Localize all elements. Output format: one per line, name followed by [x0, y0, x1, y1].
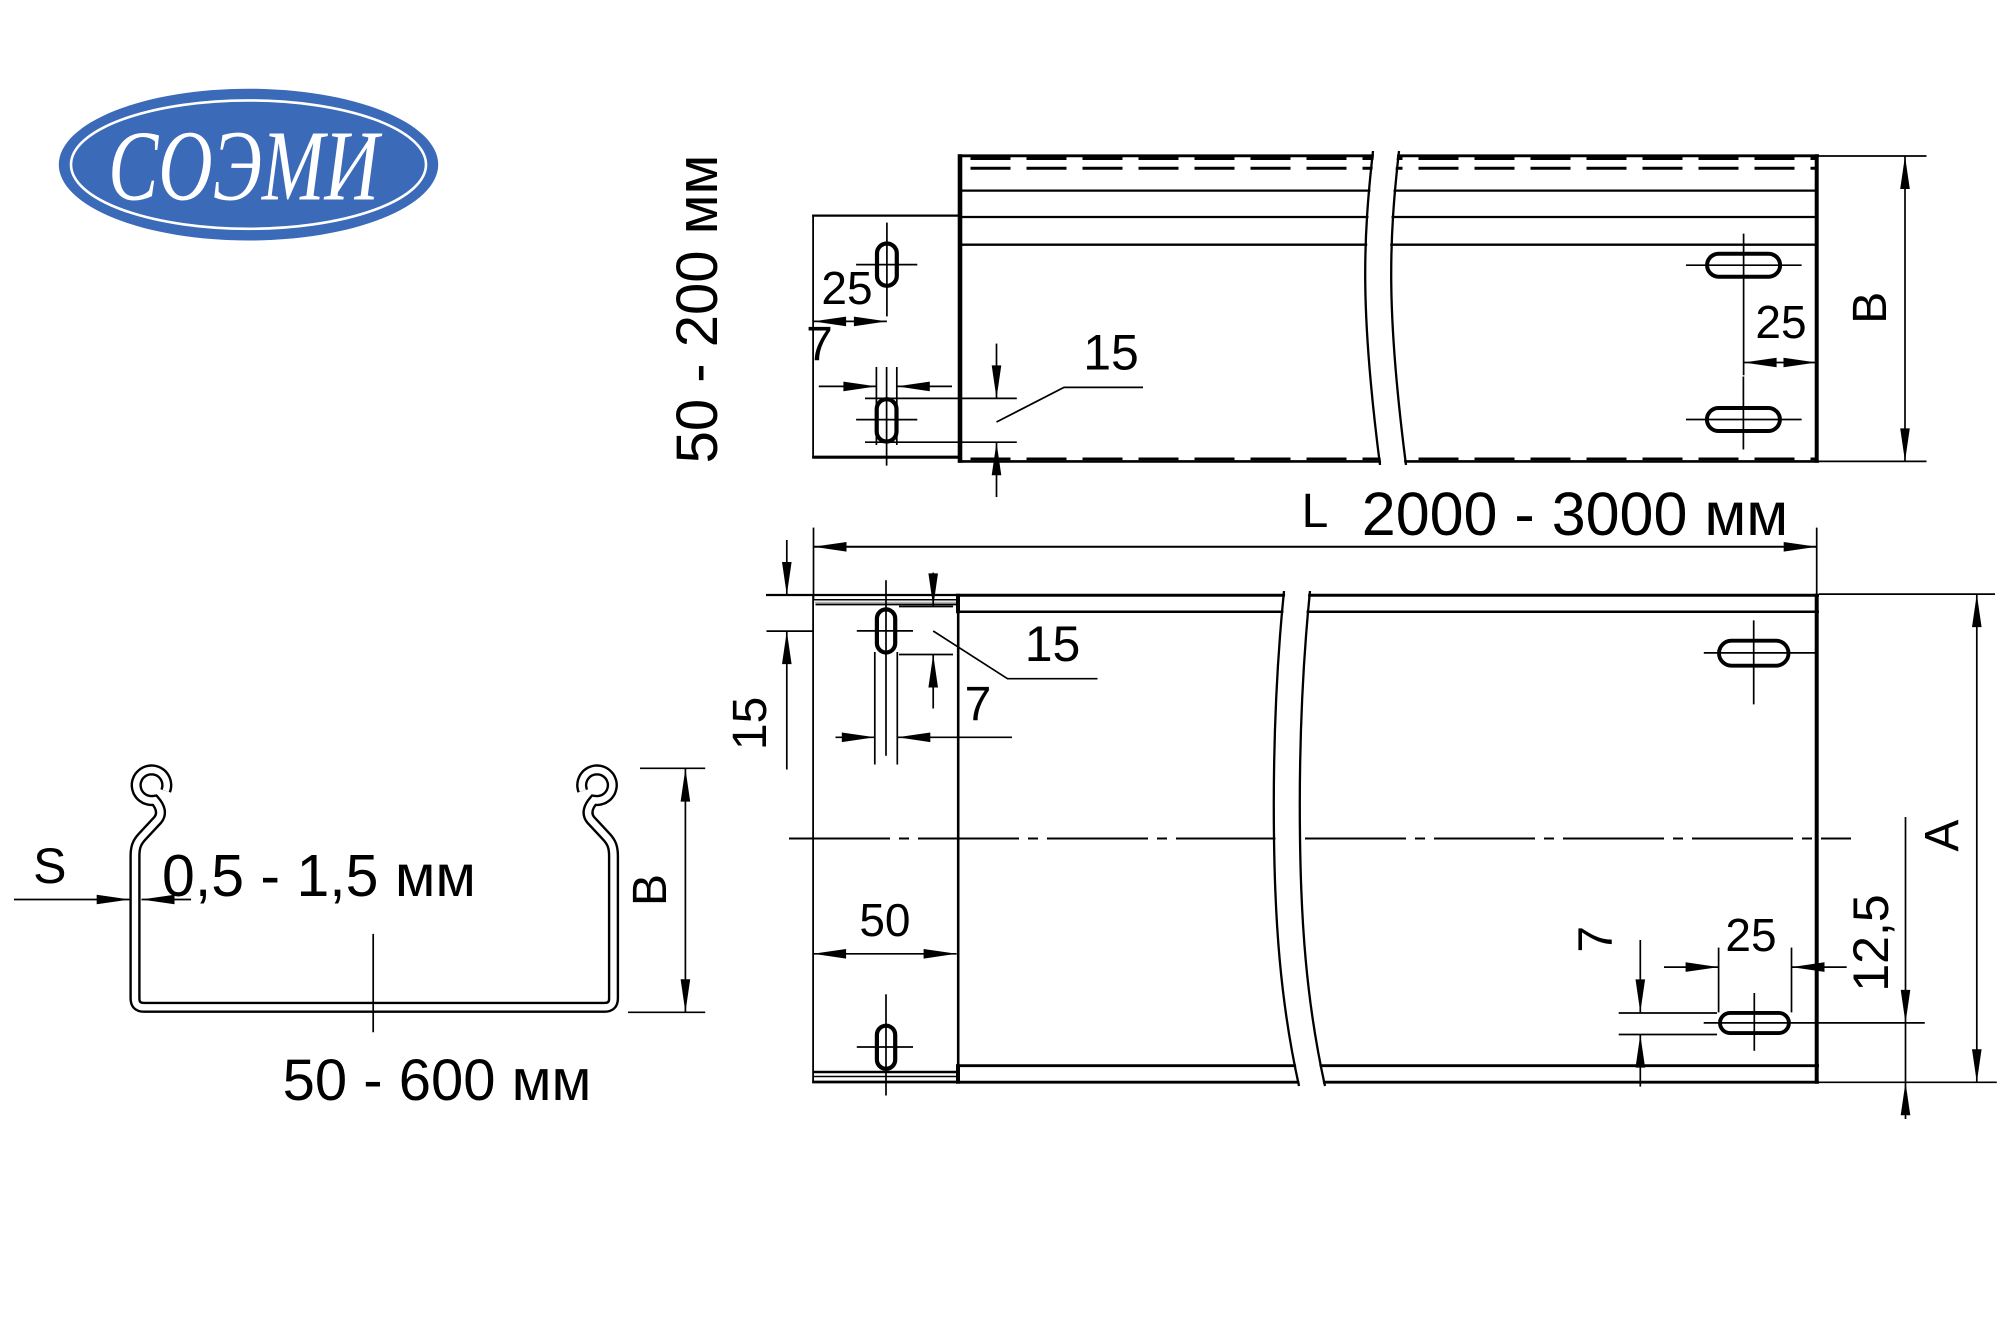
svg-text:B: B: [624, 874, 677, 906]
svg-text:50 - 600 мм: 50 - 600 мм: [283, 1048, 592, 1113]
svg-text:12,5: 12,5: [1843, 894, 1899, 991]
svg-text:0,5 - 1,5 мм: 0,5 - 1,5 мм: [162, 843, 476, 909]
svg-text:7: 7: [1570, 926, 1623, 953]
svg-text:A: A: [1916, 820, 1969, 852]
svg-text:СОЭМИ: СОЭМИ: [108, 111, 383, 222]
svg-text:25: 25: [821, 262, 872, 314]
svg-text:15: 15: [724, 697, 777, 750]
svg-text:B: B: [1844, 292, 1897, 324]
svg-text:2000 - 3000 мм: 2000 - 3000 мм: [1362, 480, 1788, 548]
svg-text:7: 7: [806, 318, 833, 371]
svg-text:S: S: [33, 838, 66, 894]
svg-text:15: 15: [1025, 616, 1081, 672]
svg-text:L: L: [1302, 485, 1329, 538]
svg-text:50 - 200 мм: 50 - 200 мм: [665, 155, 730, 464]
svg-text:25: 25: [1725, 909, 1776, 961]
svg-text:7: 7: [965, 678, 992, 731]
svg-text:50: 50: [859, 894, 910, 946]
svg-text:25: 25: [1755, 296, 1806, 348]
svg-text:15: 15: [1083, 325, 1139, 381]
